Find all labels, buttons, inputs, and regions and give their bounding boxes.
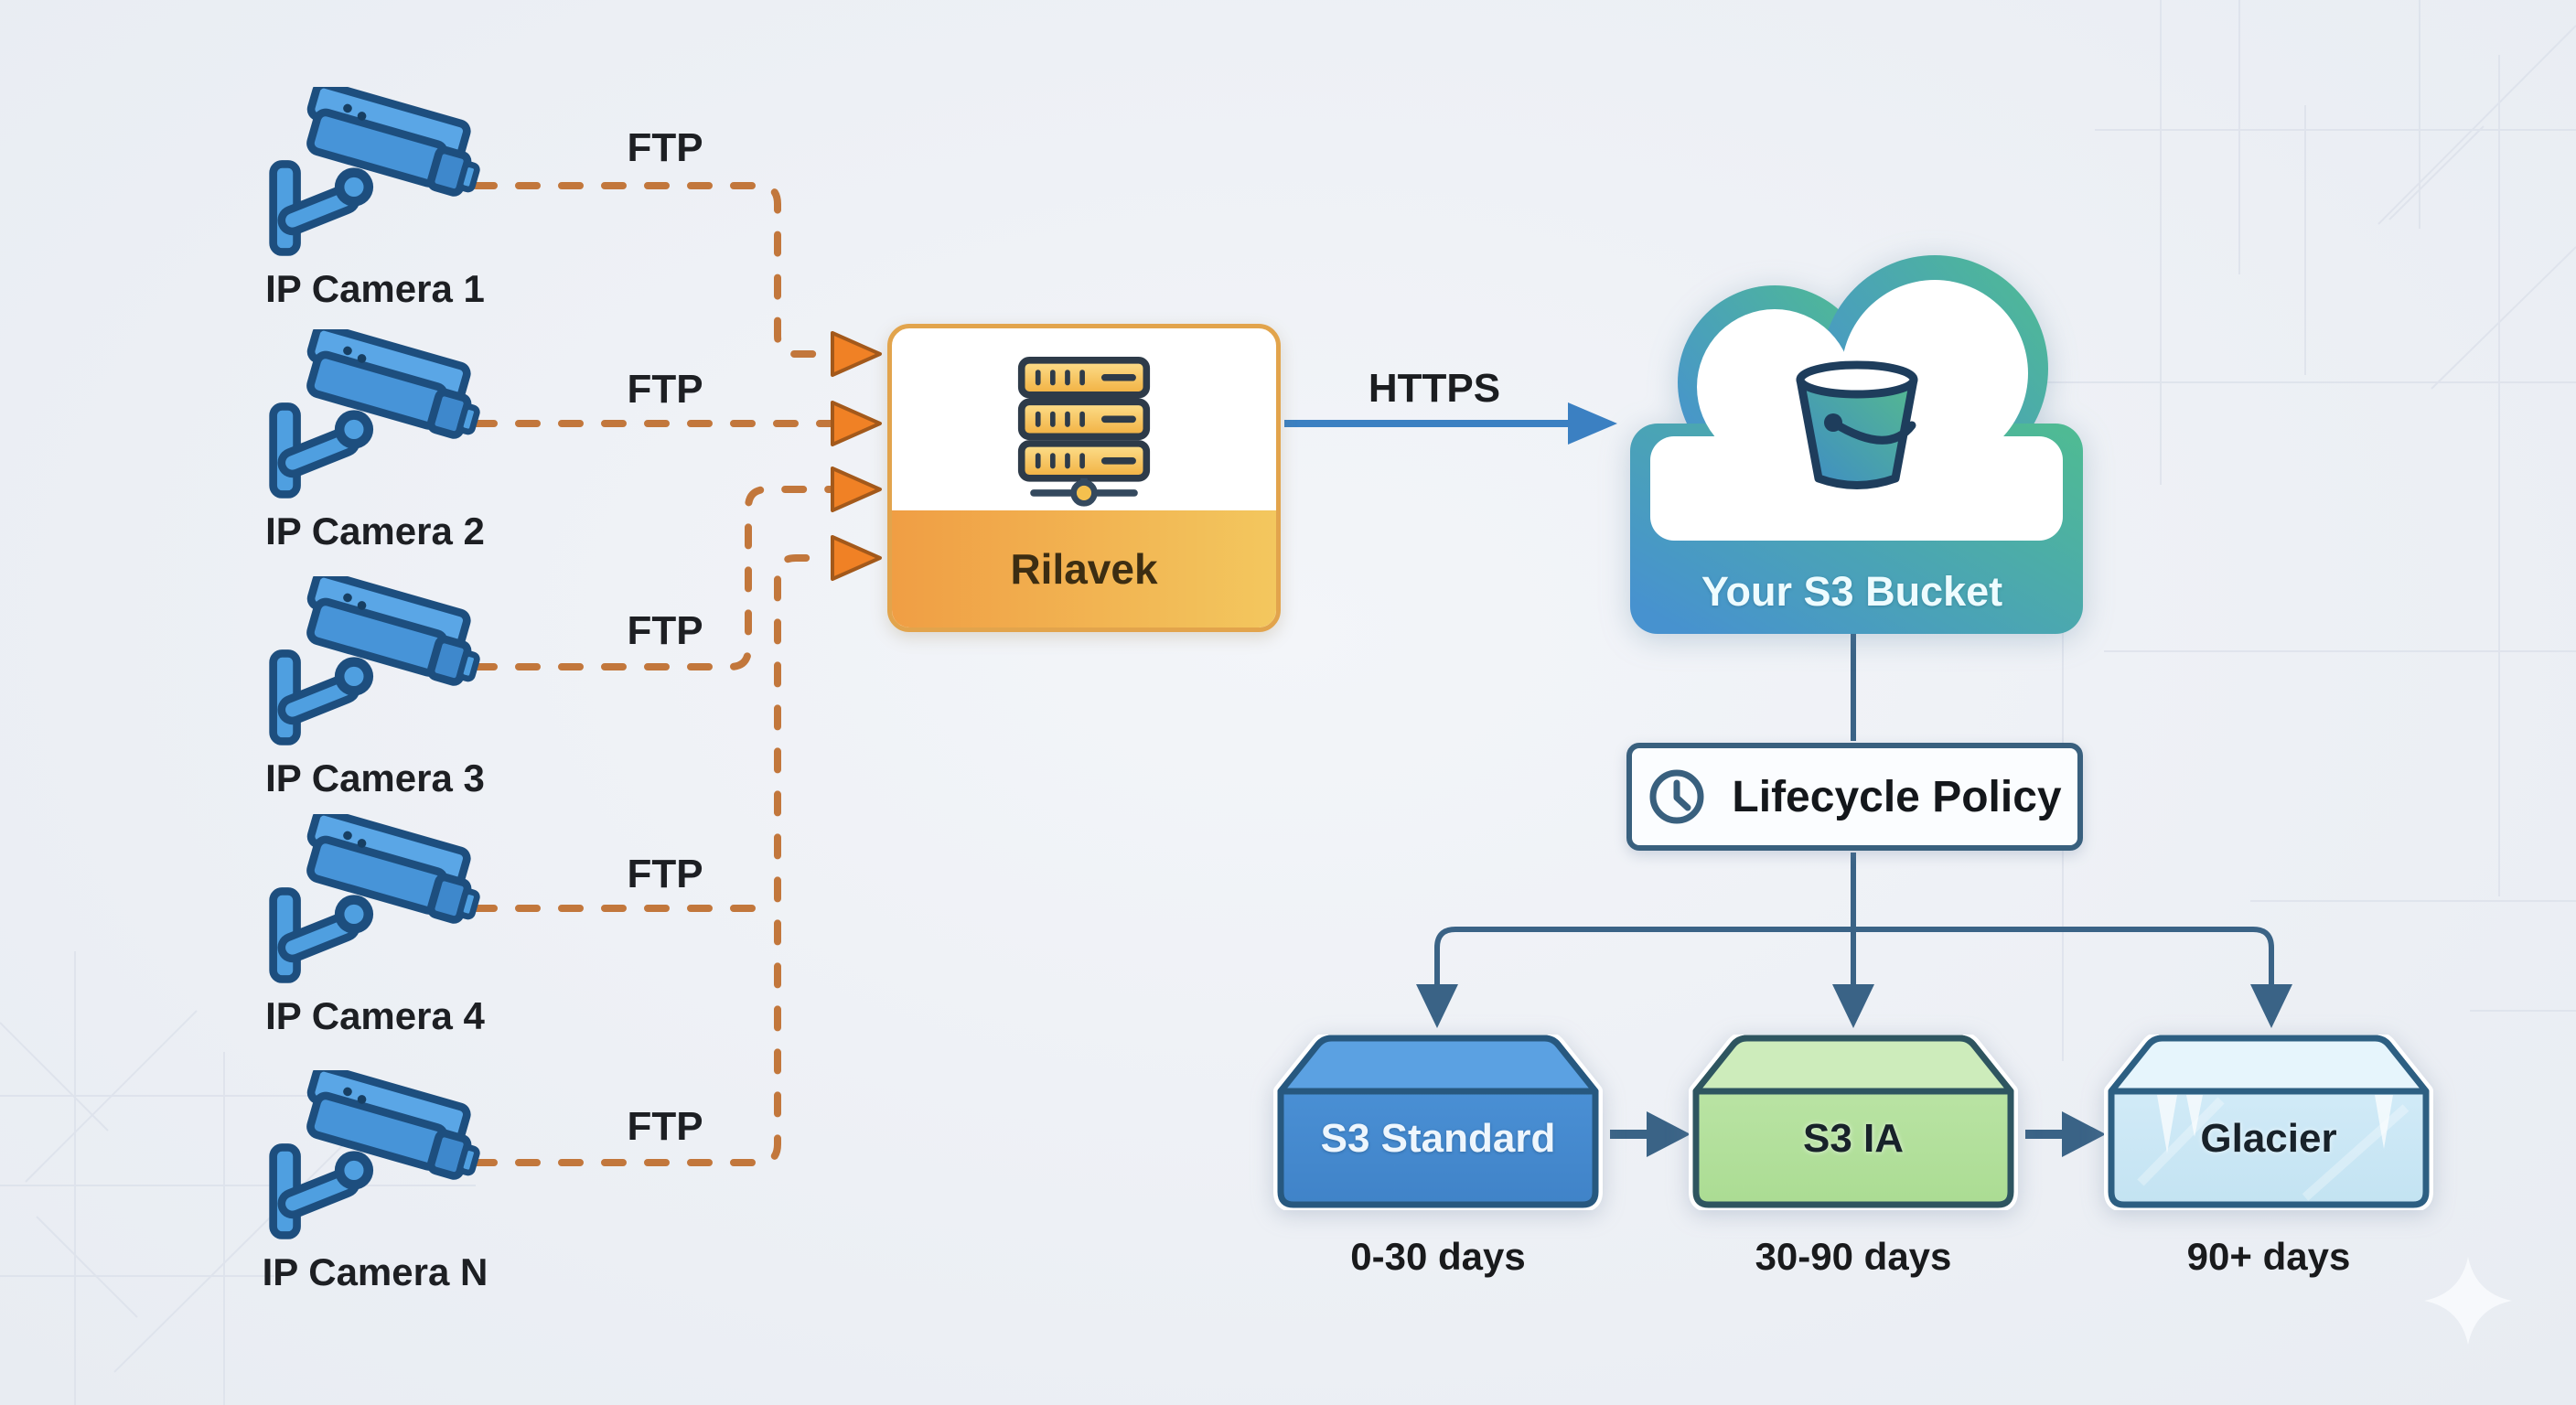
lifecycle-label: Lifecycle Policy [1732, 772, 2062, 821]
server-stack-icon [1017, 356, 1151, 507]
camera-label: IP Camera 4 [265, 994, 485, 1037]
ftp-dashed-lines [472, 182, 834, 1166]
tier-node-s3-standard [1273, 1035, 1603, 1210]
tier-period-label: 30-90 days [1755, 1235, 1952, 1278]
ip-camera-node: IP Camera 4 [174, 814, 576, 1041]
ftp-arrowheads [831, 331, 882, 581]
tier-label: S3 Standard [1320, 1116, 1556, 1161]
ftp-link-label: FTP [627, 367, 703, 412]
gateway-title: Rilavek [1010, 545, 1158, 593]
https-link-label: HTTPS [1368, 366, 1501, 411]
tier-period-label: 90+ days [2186, 1235, 2351, 1278]
lifecycle-policy-badge: Lifecycle Policy [1626, 743, 2083, 851]
s3-bucket-cloud-node [1630, 255, 2083, 634]
tier-node-glacier [2104, 1035, 2433, 1210]
ftp-link-label: FTP [627, 608, 703, 653]
ip-camera-node: IP Camera 3 [174, 576, 576, 803]
camera-label: IP Camera 3 [265, 756, 485, 799]
icicle-texture [2157, 1095, 2393, 1153]
clock-icon [1649, 769, 1704, 824]
tier-label: Glacier [2200, 1116, 2337, 1161]
cloud-title: Your S3 Bucket [1701, 568, 2003, 615]
camera-label: IP Camera 1 [265, 267, 485, 310]
lifecycle-tree-connectors [1434, 633, 2274, 984]
ftp-link-label: FTP [627, 125, 703, 170]
cctv-camera-icon [261, 87, 489, 263]
s3-bucket-icon [1796, 360, 1918, 489]
cctv-camera-icon [261, 814, 489, 990]
tree-arrowheads [1416, 984, 2292, 1028]
ip-camera-node: IP Camera 1 [174, 87, 576, 314]
cctv-camera-icon [261, 329, 489, 505]
ftp-link-label: FTP [627, 852, 703, 896]
tier-node-s3-ia [1689, 1035, 2018, 1210]
camera-label: IP Camera N [262, 1250, 488, 1293]
cctv-camera-icon [261, 1070, 489, 1246]
sparkle-icon [2424, 1257, 2512, 1345]
ip-camera-node: IP Camera 2 [174, 329, 576, 556]
tier-period-label: 0-30 days [1350, 1235, 1526, 1278]
tier-label: S3 IA [1802, 1116, 1905, 1161]
cctv-camera-icon [261, 576, 489, 752]
https-arrow [1284, 402, 1617, 445]
camera-label: IP Camera 2 [265, 509, 485, 552]
gateway-band: Rilavek [892, 510, 1276, 627]
ftp-link-label: FTP [627, 1104, 703, 1149]
ip-camera-node: IP Camera N [174, 1070, 576, 1297]
tier-transition-arrows [1610, 1111, 2106, 1157]
gateway-node: Rilavek [887, 324, 1281, 632]
